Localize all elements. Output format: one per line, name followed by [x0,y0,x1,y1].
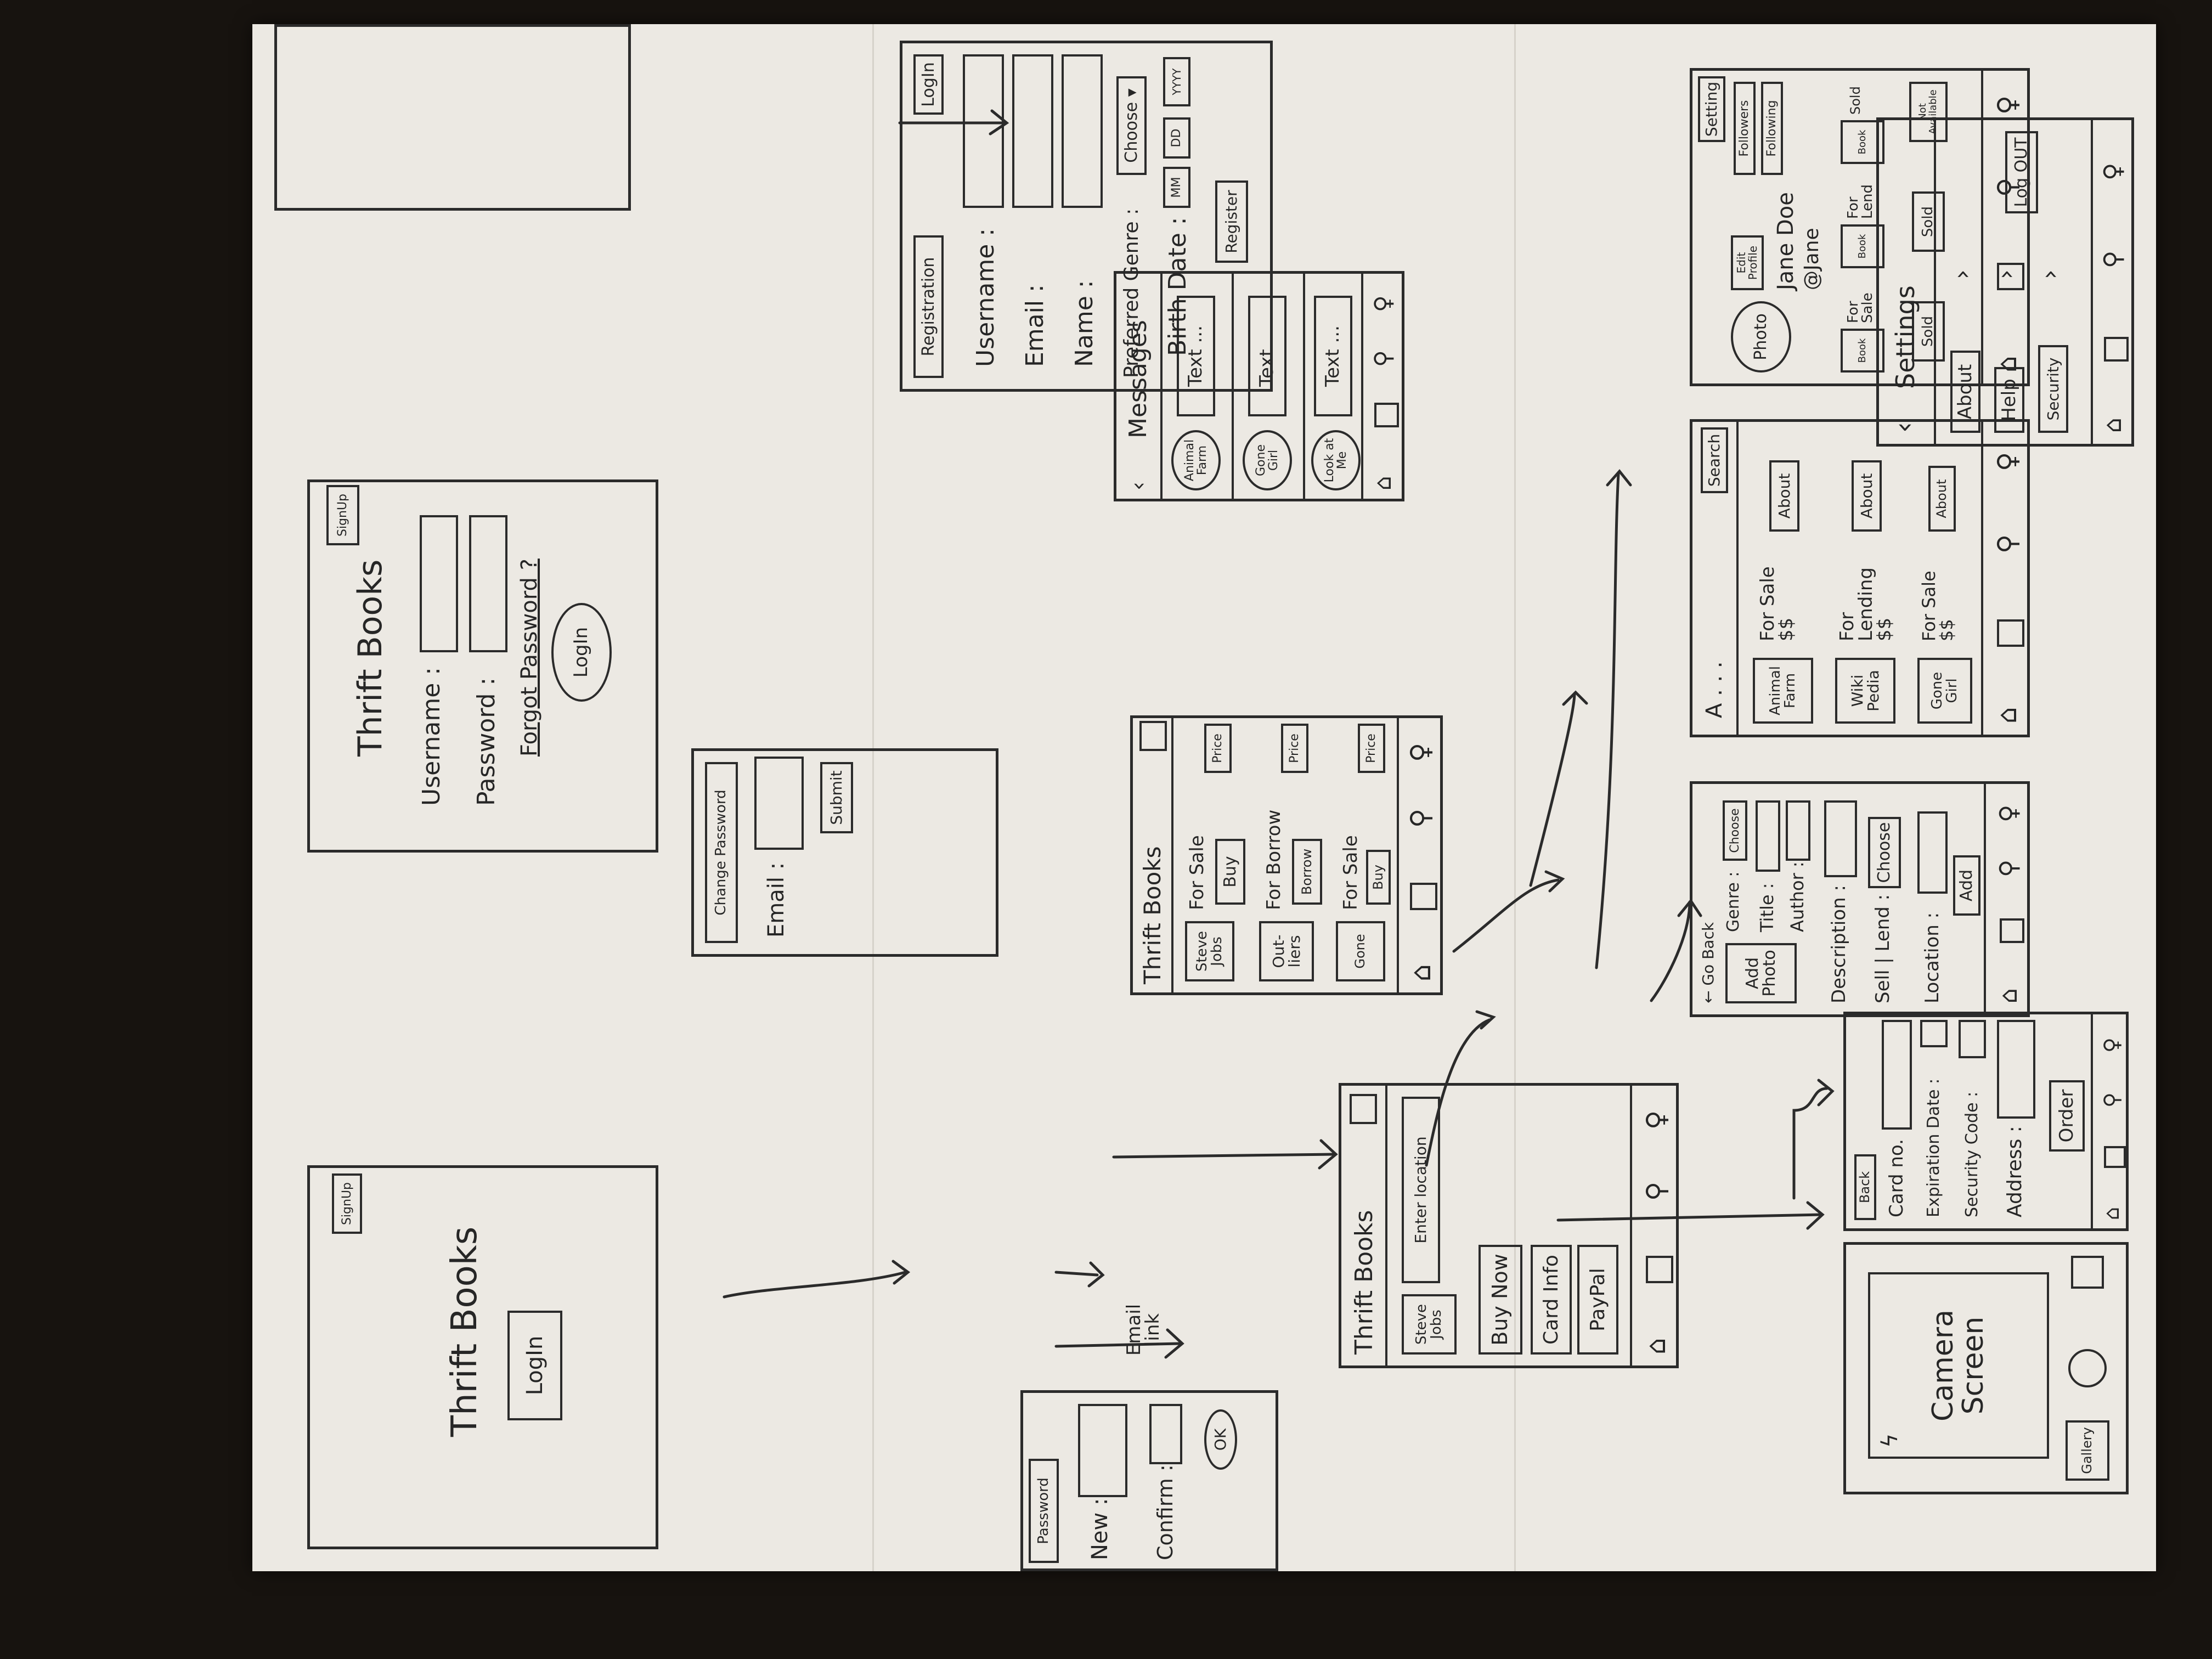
arrowhead [1475,1010,1496,1030]
arrow-photo-to-camera [1792,1087,1829,1200]
arrowhead [1318,1139,1338,1170]
help-button[interactable]: Help [1994,367,2024,433]
arrow-home-to-add [1650,900,1691,1002]
arrow-card-to-payment [1556,1213,1823,1222]
flow-arrows [723,109,1835,1359]
security-code-label: Security Code : [1962,1091,1982,1217]
profile-icon[interactable]: ♀ [2100,1037,2124,1053]
arrowhead [1806,1201,1825,1230]
arrow-book-to-purchase [1529,692,1576,887]
security-button[interactable]: Security [2038,345,2068,433]
settings-header [1879,120,1936,444]
arrowhead [1677,898,1702,917]
arrowhead [1606,469,1632,487]
arrowhead [1164,1328,1184,1359]
arrowhead [1562,690,1588,706]
arrow-splash-to-login [723,1271,907,1299]
arrow-forgot-to-change [1054,1342,1181,1348]
arrow-change-to-email [1054,1271,1099,1277]
add-icon[interactable] [2104,1146,2126,1168]
home-icon[interactable]: ⌂ [2099,417,2127,433]
search-icon[interactable]: ⚲ [2100,1092,2124,1108]
address-label: Address : [2004,1126,2026,1217]
chevron-right-icon[interactable]: › [1992,269,2020,279]
security-code-input[interactable] [1959,1020,1986,1058]
screen-settings: ‹ Settings About › Help › Security › Log… [1876,117,2134,447]
screen-payment: Back Card no. Expiration Date : Security… [1843,1012,2129,1231]
expiration-label: Expiration Date : [1924,1078,1943,1217]
order-button[interactable]: Order [2049,1080,2085,1152]
profile-icon[interactable]: ♀ [2099,162,2127,180]
card-number-label: Card no. [1886,1139,1908,1217]
card-number-input[interactable] [1882,1020,1912,1130]
add-icon[interactable] [2104,337,2129,362]
arrowhead [1817,1079,1835,1107]
back-button[interactable]: Back [1854,1154,1876,1220]
arrowhead [989,109,1009,136]
arrow-home-to-search [1452,878,1560,953]
arrowhead [891,1260,911,1285]
arrow-login-to-home [1112,1153,1335,1159]
chevron-right-icon[interactable]: › [1948,269,1976,279]
arrow-home-to-profile [1595,472,1620,969]
arrowhead [1544,870,1565,893]
arrow-home-to-messages [1425,1018,1491,1167]
chevron-right-icon[interactable]: › [2036,269,2064,279]
arrowhead [1087,1261,1105,1288]
expiration-input[interactable] [1920,1020,1948,1047]
paper-layer-6: ‹ Settings About › Help › Security › Log… [252,24,2156,1571]
logout-button[interactable]: Log OUT [2005,131,2038,213]
search-icon[interactable]: ⚲ [2099,250,2127,268]
sketch-paper: SignUp Thrift Books LogIn SignUp Thrift … [252,24,2156,1571]
about-button[interactable]: About [1950,351,1980,433]
home-icon[interactable]: ⌂ [2100,1206,2124,1220]
address-input[interactable] [1997,1020,2035,1119]
